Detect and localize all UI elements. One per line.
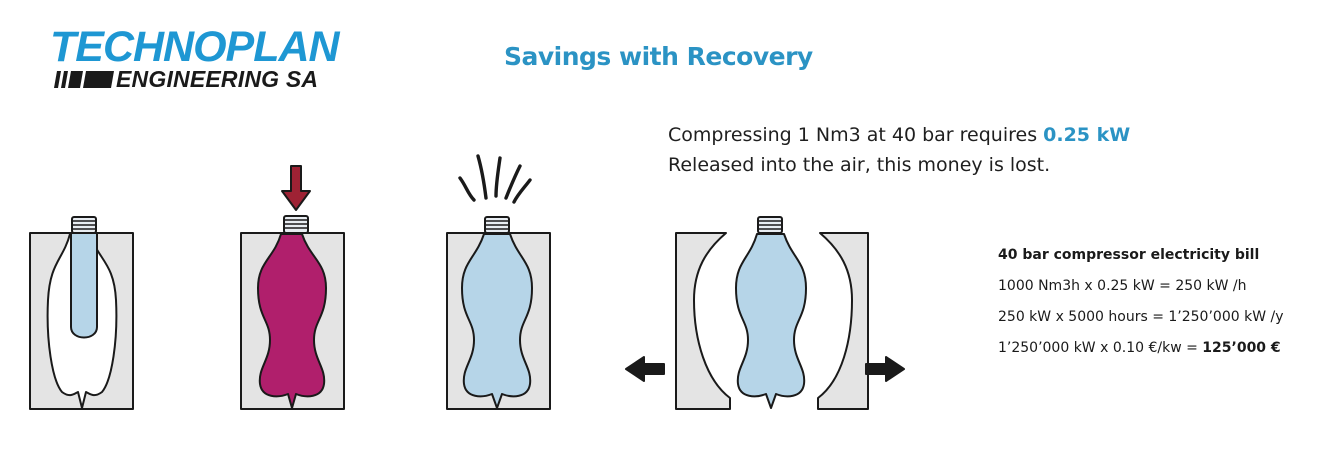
mold-half-right: [817, 232, 869, 410]
inflated-bottle: [257, 233, 327, 409]
step-mold-opening: [625, 216, 905, 410]
company-logo: TECHNOPLAN ENGINEERING SA: [50, 26, 370, 96]
air-burst-icon: [458, 154, 532, 204]
left-right-arrows-icon: [625, 356, 905, 382]
blown-bottle: [461, 233, 533, 409]
logo-bars-icon: [54, 71, 114, 88]
left-arrow-icon: [625, 356, 665, 382]
mold-half-left: [675, 232, 731, 410]
power-value: 0.25 kW: [1043, 124, 1131, 146]
intro-text: Compressing 1 Nm3 at 40 bar requires 0.2…: [668, 120, 1130, 180]
intro-line-1: Compressing 1 Nm3 at 40 bar requires 0.2…: [668, 120, 1130, 150]
right-arrow-icon: [865, 356, 905, 382]
step-air-release: [446, 154, 551, 410]
bill-line-hourly: 1000 Nm3h x 0.25 kW = 250 kW /h: [998, 278, 1247, 294]
intro-line-1-text: Compressing 1 Nm3 at 40 bar requires: [668, 124, 1044, 146]
bill-line-total: 1’250’000 kW x 0.10 €/kw = 125’000 €: [998, 337, 1283, 368]
page-title: Savings with Recovery: [504, 42, 813, 71]
electricity-bill: 40 bar compressor electricity bill 1000 …: [998, 244, 1283, 368]
preform-icon: [70, 216, 98, 339]
bill-line-yearly: 250 kW x 5000 hours = 1’250’000 kW /y: [998, 309, 1284, 325]
bill-heading: 40 bar compressor electricity bill: [998, 247, 1260, 263]
logo-company-name: TECHNOPLAN: [50, 23, 340, 71]
finished-bottle: [735, 233, 807, 409]
intro-line-2: Released into the air, this money is los…: [668, 154, 1051, 176]
logo-company-subtitle: ENGINEERING SA: [116, 66, 319, 92]
step-blowing-air-in: [240, 165, 345, 410]
step-preform-in-mold: [29, 216, 134, 410]
down-arrow-icon: [281, 165, 311, 211]
bill-total-formula: 1’250’000 kW x 0.10 €/kw =: [998, 340, 1203, 356]
bill-total-value: 125’000 €: [1202, 340, 1281, 356]
